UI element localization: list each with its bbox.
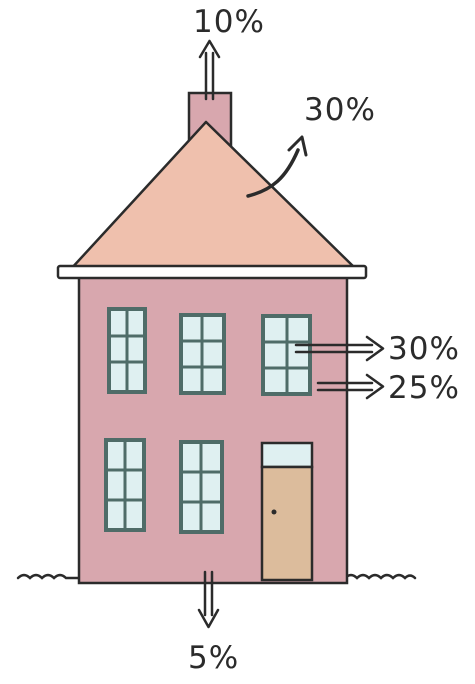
- door-knob: [272, 510, 277, 515]
- roof-heat-loss-label: 30%: [304, 92, 376, 128]
- ground-grass-left: [18, 575, 82, 578]
- walls-heat-loss-label: 25%: [388, 370, 460, 406]
- roof: [70, 122, 357, 270]
- window-lower-middle: [181, 442, 222, 532]
- window-upper-right: [263, 316, 310, 394]
- window-upper-left: [109, 309, 145, 392]
- window-lower-left: [106, 440, 144, 530]
- roof-eave: [58, 266, 366, 278]
- chimney-heat-loss-label: 10%: [193, 4, 265, 40]
- ground-grass-right: [345, 575, 415, 578]
- window-upper-middle: [181, 315, 224, 393]
- chimney-arrow: [200, 41, 219, 99]
- windows-heat-loss-label: 30%: [388, 331, 460, 367]
- door: [262, 443, 312, 580]
- floor-heat-loss-label: 5%: [188, 640, 239, 676]
